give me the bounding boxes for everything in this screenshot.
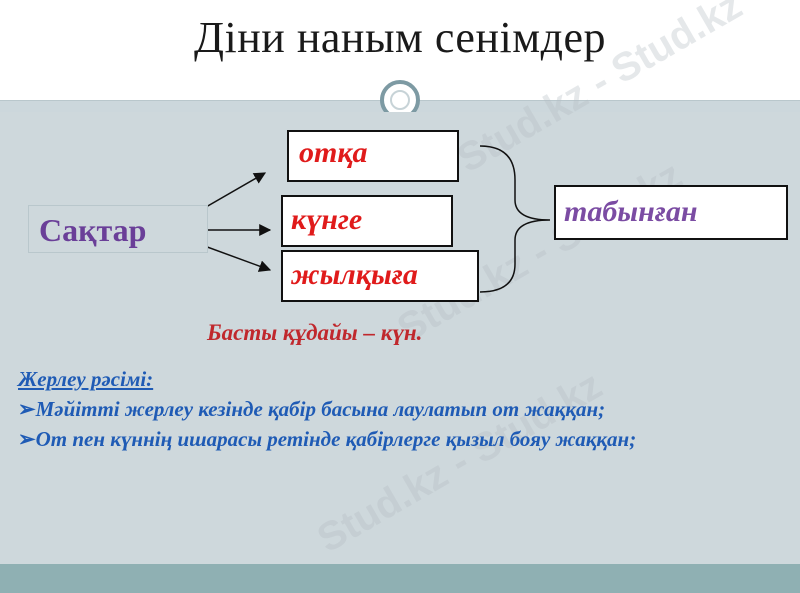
burial-heading: Жерлеу рәсімі: — [18, 367, 154, 391]
target-box-kunge: күнге — [281, 195, 453, 247]
burial-section: Жерлеу рәсімі: ➢Мәйітті жерлеу кезінде қ… — [18, 364, 786, 454]
burial-bullet-text: Мәйітті жерлеу кезінде қабір басына лаул… — [35, 397, 606, 421]
burial-bullet: ➢От пен күннің ишарасы ретінде қабірлерг… — [18, 424, 786, 454]
bullet-arrow-icon: ➢ — [18, 397, 36, 421]
target-box-zhylkyga: жылқыға — [281, 250, 479, 302]
bullet-arrow-icon: ➢ — [18, 427, 36, 451]
curly-brace — [479, 145, 551, 293]
burial-bullet-text: От пен күннің ишарасы ретінде қабірлерге… — [35, 427, 637, 451]
target-box-otka: отқа — [287, 130, 459, 182]
result-box-tabyngan: табынған — [554, 185, 788, 240]
slide-title: Діни наным сенімдер — [194, 13, 606, 62]
burial-bullet: ➢Мәйітті жерлеу кезінде қабір басына лау… — [18, 394, 786, 424]
footer-bar — [0, 564, 800, 593]
subject-saktar: Сақтар — [28, 205, 208, 253]
main-god-text: Басты құдайы – күн. — [207, 320, 423, 345]
